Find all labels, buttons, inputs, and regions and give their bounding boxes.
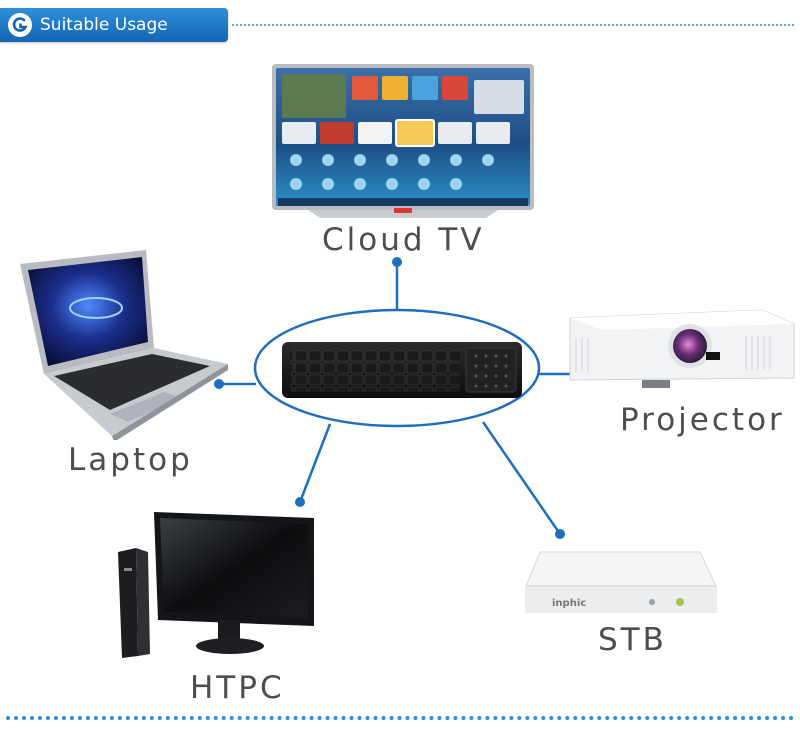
stb-label: STB [598, 622, 667, 658]
projector-label: Projector [620, 402, 785, 438]
laptop-image [20, 250, 228, 440]
top-divider [232, 24, 794, 26]
bottom-divider [6, 716, 794, 720]
projector-image [569, 309, 795, 388]
cloud-tv-label: Cloud TV [322, 222, 485, 258]
logo-icon [8, 13, 32, 37]
stb-brand: inphic [552, 598, 586, 609]
cloud-tv-image [272, 64, 534, 218]
stb-image: inphic [525, 551, 717, 613]
htpc-label: HTPC [190, 670, 285, 706]
laptop-label: Laptop [68, 442, 193, 478]
section-header: Suitable Usage [0, 8, 228, 42]
section-title: Suitable Usage [40, 15, 168, 35]
keyboard-image [282, 342, 522, 398]
htpc-image [118, 512, 314, 658]
